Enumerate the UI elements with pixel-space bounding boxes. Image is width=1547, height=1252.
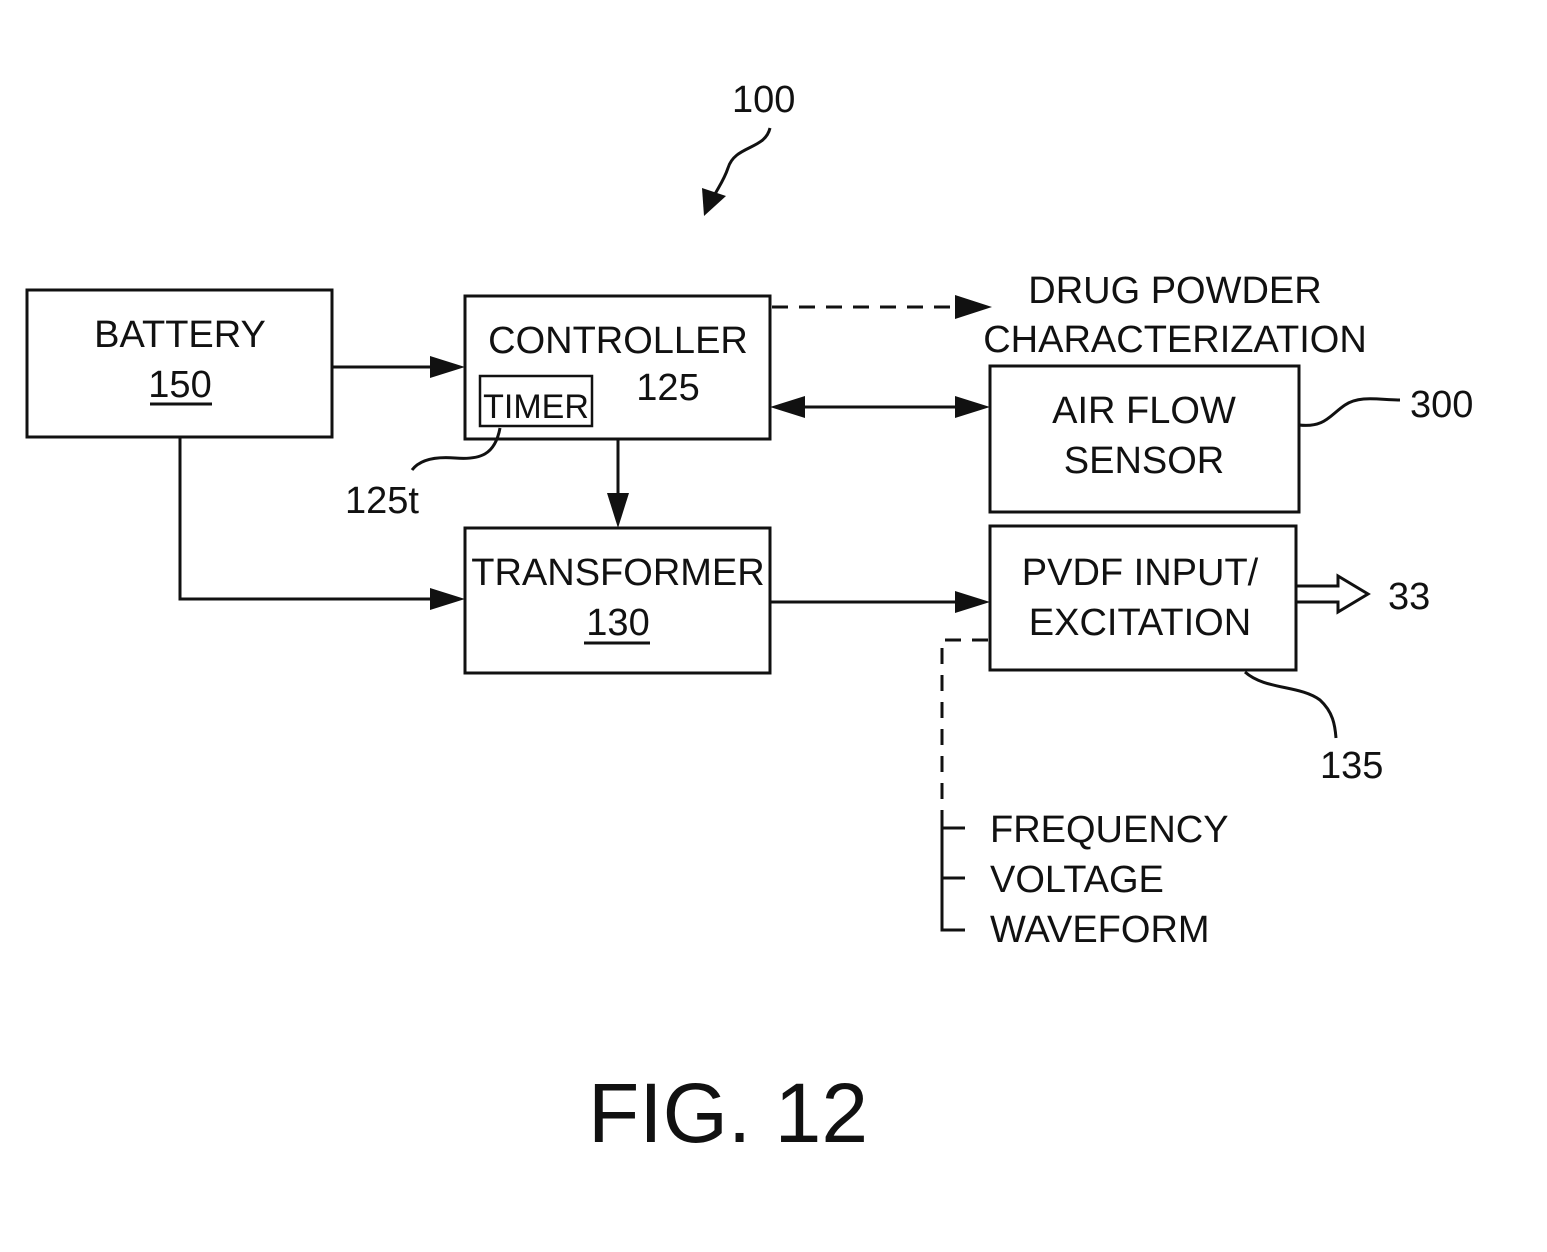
transformer-to-pvdf-arrowhead bbox=[955, 591, 990, 613]
figure-caption: FIG. 12 bbox=[588, 1066, 868, 1160]
battery-to-transformer-arrowhead bbox=[430, 588, 465, 610]
pvdf-label-line1: PVDF INPUT/ bbox=[1022, 552, 1259, 594]
figure-reference-leader bbox=[714, 128, 770, 196]
controller-to-transformer-arrowhead bbox=[607, 493, 629, 528]
transformer-block bbox=[465, 528, 770, 673]
drug-powder-label-line2: CHARACTERIZATION bbox=[983, 319, 1367, 361]
controller-sensor-arrowhead-left bbox=[770, 396, 805, 418]
air-flow-sensor-block bbox=[990, 366, 1299, 512]
pvdf-ref: 135 bbox=[1320, 745, 1383, 787]
output-ref: 33 bbox=[1388, 576, 1430, 618]
timer-label: TIMER bbox=[483, 388, 589, 426]
parameter-waveform: WAVEFORM bbox=[990, 909, 1210, 951]
pvdf-ref-leader bbox=[1245, 672, 1336, 738]
output-hollow-arrow bbox=[1296, 576, 1368, 612]
air-flow-sensor-label-line1: AIR FLOW bbox=[1052, 390, 1236, 432]
air-flow-sensor-ref-leader bbox=[1299, 399, 1400, 426]
transformer-ref: 130 bbox=[586, 602, 649, 644]
battery-to-controller-arrowhead bbox=[430, 356, 465, 378]
parameter-voltage: VOLTAGE bbox=[990, 859, 1164, 901]
air-flow-sensor-ref: 300 bbox=[1410, 384, 1473, 426]
transformer-label: TRANSFORMER bbox=[471, 552, 764, 594]
drug-powder-label-line1: DRUG POWDER bbox=[1028, 270, 1321, 312]
parameter-bracket-solid bbox=[942, 812, 965, 930]
controller-label: CONTROLLER bbox=[488, 320, 748, 362]
battery-label: BATTERY bbox=[94, 314, 266, 356]
pvdf-label-line2: EXCITATION bbox=[1029, 602, 1251, 644]
timer-ref-label: 125t bbox=[345, 480, 419, 522]
air-flow-sensor-label-line2: SENSOR bbox=[1064, 440, 1224, 482]
figure-reference-arrowhead bbox=[702, 188, 726, 216]
controller-ref: 125 bbox=[636, 367, 699, 409]
parameter-frequency: FREQUENCY bbox=[990, 809, 1229, 851]
figure-reference-label: 100 bbox=[732, 79, 795, 121]
battery-ref: 150 bbox=[148, 364, 211, 406]
controller-sensor-arrowhead-right bbox=[955, 396, 990, 418]
parameter-dashed-bracket bbox=[942, 640, 988, 812]
controller-to-drug-powder-arrowhead bbox=[955, 295, 992, 319]
pvdf-block bbox=[990, 526, 1296, 670]
